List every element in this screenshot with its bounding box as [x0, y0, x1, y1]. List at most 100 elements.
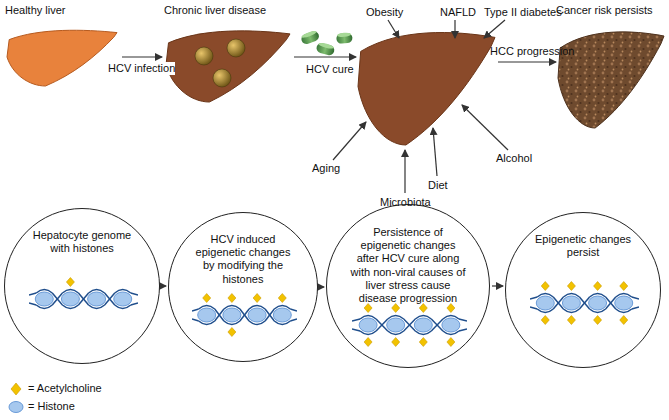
- legend: = Acetylcholine = Histone: [8, 380, 102, 416]
- dna-strand: [616, 309, 632, 313]
- dna-strand: [388, 316, 404, 320]
- dna-strand: [89, 290, 105, 294]
- acetyl-mark: [364, 338, 372, 347]
- dna-strand: [224, 321, 240, 325]
- histone: [615, 296, 633, 310]
- dna-illustration: [352, 303, 467, 347]
- dna-strand: [274, 306, 290, 310]
- acetyl-mark: [447, 304, 455, 313]
- dna-strand: [274, 321, 290, 325]
- histone: [442, 318, 460, 332]
- liver-node: Healthy liver: [5, 4, 120, 88]
- histone: [198, 308, 216, 322]
- liver-node: Cancer risk persists: [556, 4, 666, 130]
- hcv-virus: [213, 69, 231, 87]
- dna-strand: [553, 297, 563, 309]
- dna-strand: [115, 290, 131, 294]
- stage-circle: HCV induced epigenetic changes by modify…: [168, 212, 318, 362]
- acetyl-mark: [447, 338, 455, 347]
- histone: [248, 308, 266, 322]
- edge-label: HCV infection: [108, 62, 175, 75]
- acetyl-mark: [594, 282, 602, 291]
- dna-illustration: [530, 281, 639, 325]
- acetyl-mark: [392, 338, 400, 347]
- dna-strand: [431, 319, 443, 331]
- liver-heading: Chronic liver disease: [164, 4, 294, 17]
- liver-heading: Healthy liver: [5, 4, 120, 17]
- acetyl-mark: [419, 338, 427, 347]
- dna-illustration: [192, 293, 297, 337]
- acetyl-mark: [253, 294, 261, 303]
- liver-shape: [5, 26, 119, 88]
- acetyl-mark: [567, 282, 575, 291]
- legend-row: = Histone: [8, 398, 102, 416]
- acetyl-mark: [541, 316, 549, 325]
- liver-outline: [7, 30, 117, 86]
- dna-strand: [563, 294, 579, 298]
- dna-strand: [78, 293, 88, 305]
- dna-strand: [52, 293, 62, 305]
- dna-strand: [290, 319, 297, 321]
- dna-strand: [78, 293, 88, 305]
- dna-strand: [415, 316, 431, 320]
- annotation-label: HCC progression: [490, 45, 574, 58]
- legend-row: = Acetylcholine: [8, 380, 102, 398]
- hcv-virus: [195, 47, 213, 65]
- dna-strand: [376, 319, 388, 331]
- stage-circle: Persistence of epigenetic changes after …: [326, 204, 490, 368]
- stage-circle: Hepatocyte genome with histones: [4, 208, 160, 364]
- dna-strand: [553, 297, 563, 309]
- dna-strand: [530, 297, 537, 299]
- acetyl-mark: [594, 316, 602, 325]
- histone: [88, 292, 106, 306]
- dna-strand: [632, 297, 639, 299]
- flow-arrow: [122, 56, 162, 57]
- histone: [589, 296, 607, 310]
- dna-strand: [537, 309, 553, 313]
- dna-illustration: [29, 277, 138, 321]
- dna-strand: [388, 331, 404, 335]
- dna-strand: [89, 305, 105, 309]
- liver-node: Chronic liver disease: [164, 4, 294, 104]
- dna-strand: [36, 290, 52, 294]
- annotation-label: Diet: [428, 179, 448, 192]
- dna-strand: [590, 294, 606, 298]
- histone: [359, 318, 377, 332]
- dna-strand: [192, 309, 199, 311]
- dna-strand: [443, 316, 459, 320]
- dna-strand: [632, 307, 639, 309]
- acetyl-mark: [278, 294, 286, 303]
- dna-strand: [563, 309, 579, 313]
- liver-outline: [166, 31, 290, 102]
- dna-strand: [62, 305, 78, 309]
- dna-strand: [352, 319, 360, 321]
- dna-strand: [415, 331, 431, 335]
- histone: [223, 308, 241, 322]
- acetyl-mark: [11, 383, 21, 395]
- dna-strand: [606, 297, 616, 309]
- dna-strand: [360, 316, 376, 320]
- legend-text: = Histone: [28, 400, 75, 413]
- acetyl-mark: [620, 316, 628, 325]
- dna-strand: [579, 297, 589, 309]
- dna-strand: [530, 307, 537, 309]
- acetyl-mark: [419, 304, 427, 313]
- dna-strand: [404, 319, 416, 331]
- dna-strand: [431, 319, 443, 331]
- dna-strand: [579, 297, 589, 309]
- dna-strand: [616, 294, 632, 298]
- acetyl-mark: [228, 328, 236, 337]
- circle-text: HCV induced epigenetic changes by modify…: [189, 213, 297, 286]
- acetyl-mark: [228, 294, 236, 303]
- dna-strand: [131, 303, 138, 305]
- circle-text: Persistence of epigenetic changes after …: [349, 205, 467, 305]
- dna-strand: [352, 329, 360, 331]
- dna-strand: [249, 321, 265, 325]
- dna-strand: [29, 293, 36, 295]
- annotation-label: NAFLD: [440, 6, 476, 19]
- drug-pills: [300, 29, 353, 56]
- flow-arrow: [320, 286, 324, 287]
- acetyl-mark: [392, 304, 400, 313]
- dna-strand: [360, 331, 376, 335]
- histone: [273, 308, 291, 322]
